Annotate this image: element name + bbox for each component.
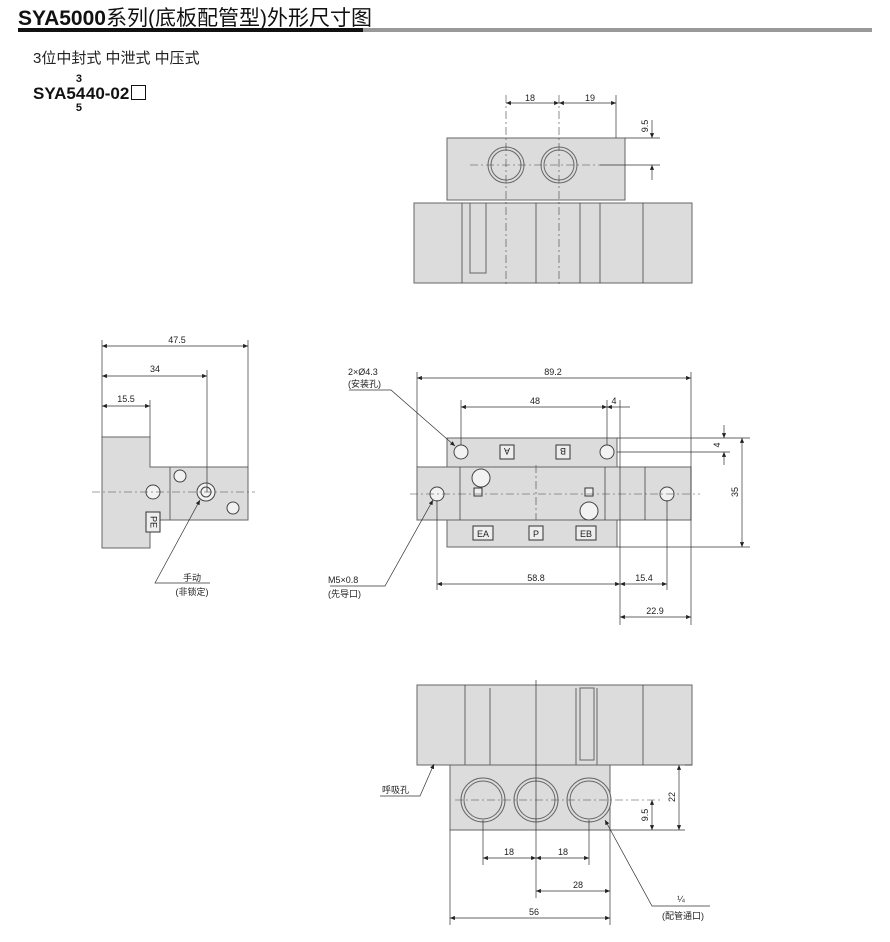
option-box — [131, 85, 147, 100]
top-view: 18 19 9.5 — [413, 93, 693, 285]
valve-type-subtitle: 3位中封式 中泄式 中压式 — [33, 50, 200, 67]
dim-front-15-4: 15.4 — [635, 573, 653, 583]
page-title: SYA5000系列(底板配管型)外形尺寸图 — [18, 2, 372, 32]
pipe-size-label: ¼ — [677, 894, 685, 904]
svg-text:P: P — [533, 529, 539, 539]
dim-front-58-8: 58.8 — [527, 573, 545, 583]
mounting-hole-label: 2×Ø4.3 — [348, 367, 378, 377]
model-prefix: SYA5 — [33, 84, 76, 103]
dim-bottom-18-left: 18 — [504, 847, 514, 857]
port-label-a: A — [499, 444, 515, 460]
pilot-port-label: M5×0.8 — [328, 575, 358, 585]
dim-top-18: 18 — [525, 93, 535, 103]
side-view: PE 47.5 34 15.5 手动 (非锁定) — [92, 335, 255, 597]
mounting-hole-note: (安装孔) — [348, 378, 381, 389]
dim-front-89-2: 89.2 — [544, 367, 562, 377]
svg-text:A: A — [504, 446, 510, 456]
manual-override-label: 手动 — [183, 572, 201, 583]
breather-hole-label: 呼吸孔 — [382, 785, 409, 795]
dim-front-4: 4 — [611, 396, 616, 406]
dim-front-22-9: 22.9 — [646, 606, 664, 616]
dim-top-19: 19 — [585, 93, 595, 103]
port-label-ea: EA — [472, 525, 494, 541]
port-label-eb: EB — [575, 525, 597, 541]
port-label-pe: PE — [149, 516, 159, 528]
dim-bottom-28: 28 — [573, 880, 583, 890]
pilot-port-note: (先导口) — [328, 588, 361, 599]
dim-bottom-9-5: 9.5 — [640, 809, 650, 822]
dim-bottom-18-right: 18 — [558, 847, 568, 857]
model-suffix: 40-02 — [85, 84, 130, 103]
manual-override-note: (非锁定) — [176, 586, 209, 597]
pipe-port-note: (配管通口) — [662, 910, 704, 921]
svg-text:EB: EB — [580, 529, 592, 539]
title-description: 系列(底板配管型)外形尺寸图 — [105, 7, 372, 30]
dim-bottom-22: 22 — [667, 792, 677, 802]
model-variant-top: 3 — [75, 73, 82, 85]
svg-text:B: B — [560, 446, 566, 456]
model-variant-bottom: 5 — [75, 102, 82, 114]
dim-top-9-5: 9.5 — [640, 120, 650, 133]
front-view: A B EA P EB 89.2 48 4 4 35 58.8 15.4 22.… — [328, 367, 750, 625]
dim-side-34: 34 — [150, 364, 160, 374]
title-underline-grey — [363, 28, 872, 32]
bottom-view: 18 18 28 56 9.5 22 呼吸孔 ¼ (配管通口) — [380, 680, 710, 925]
dim-bottom-56: 56 — [529, 907, 539, 917]
dim-front-35: 35 — [730, 487, 740, 497]
dim-side-15-5: 15.5 — [117, 394, 135, 404]
title-underline — [18, 28, 363, 32]
dim-front-48: 48 — [530, 396, 540, 406]
title-series: SYA5000 — [18, 7, 106, 30]
port-label-p: P — [528, 525, 544, 541]
dim-front-4-vertical: 4 — [712, 442, 722, 447]
svg-text:EA: EA — [477, 529, 489, 539]
dim-side-47-5: 47.5 — [168, 335, 186, 345]
port-label-b: B — [555, 444, 571, 460]
model-variant-mid: 4 — [75, 84, 86, 103]
